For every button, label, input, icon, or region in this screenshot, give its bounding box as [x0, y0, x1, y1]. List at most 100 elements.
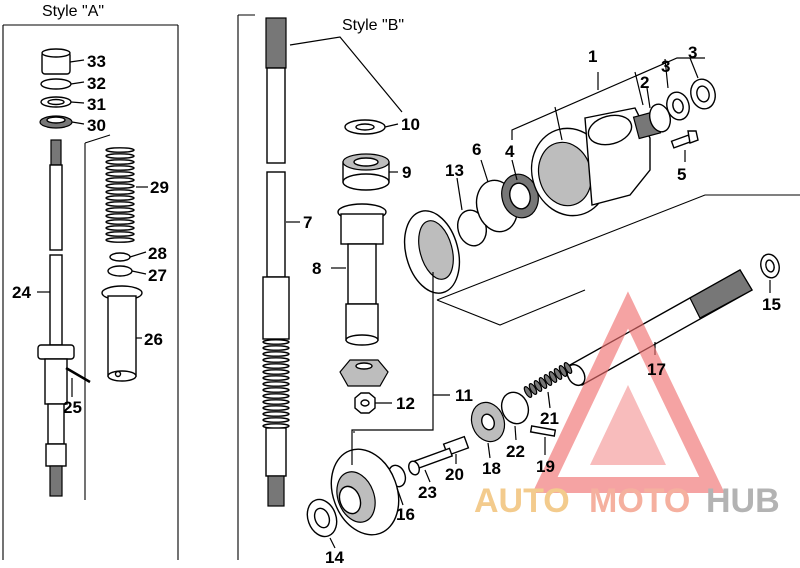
part-26-sleeve — [101, 285, 143, 382]
part-27-ring — [107, 265, 133, 277]
part-31-washer — [40, 96, 72, 108]
part-28-ring — [109, 252, 131, 262]
part-number-33: 33 — [87, 52, 106, 71]
part-number-12: 12 — [396, 394, 415, 413]
part-number-27: 27 — [148, 266, 167, 285]
coil-turn — [262, 393, 290, 399]
coil-turn — [105, 177, 135, 183]
coil-turn — [105, 231, 135, 237]
coil-turn — [262, 351, 290, 357]
coil-turn — [262, 417, 290, 423]
part-number-30: 30 — [87, 116, 106, 135]
part-number-10: 10 — [401, 115, 420, 134]
part-2-seal — [648, 103, 672, 133]
part-3-washer-b — [690, 78, 716, 110]
part-number-31: 31 — [87, 95, 106, 114]
part-number-8: 8 — [312, 259, 321, 278]
coil-turn — [105, 195, 135, 201]
coil-turn — [105, 213, 135, 219]
coil-turn — [105, 147, 135, 153]
coil-turn — [105, 183, 135, 189]
part-14-washer — [306, 498, 338, 538]
shaft-frame — [84, 134, 800, 500]
part-number-23: 23 — [418, 483, 437, 502]
watermark-text-moto: MOTO — [589, 482, 690, 520]
coil-turn — [262, 375, 290, 381]
part-9-bearing-cup — [342, 153, 390, 191]
coil-turn — [523, 386, 533, 398]
coil-turn — [548, 371, 558, 383]
part-number-4: 4 — [505, 142, 515, 161]
part-number-15: 15 — [762, 295, 781, 314]
coil-turn — [262, 357, 290, 363]
part-number-3b: 3 — [688, 43, 697, 62]
coil-turn — [105, 207, 135, 213]
part-number-32: 32 — [87, 74, 106, 93]
part-number-18: 18 — [482, 459, 501, 478]
part-number-13: 13 — [445, 161, 464, 180]
coil-turn — [553, 368, 563, 380]
watermark-text-hub: HUB — [706, 482, 780, 520]
part-21-spring — [523, 362, 573, 398]
part-5-bolt — [670, 130, 699, 149]
part-32-washer — [40, 78, 72, 90]
watermark-text-auto: AUTO — [474, 482, 570, 520]
part-25-pin — [65, 366, 91, 384]
part-number-28: 28 — [148, 244, 167, 263]
part-number-16: 16 — [396, 505, 415, 524]
part-22-clip — [500, 391, 530, 425]
part-number-labels: 1 2 3 3 4 5 6 7 8 9 10 11 12 13 14 15 16… — [12, 43, 781, 567]
part-23-shifter — [408, 447, 454, 476]
part-12-nut — [354, 392, 376, 414]
coil-turn — [105, 171, 135, 177]
coil-turn — [262, 405, 290, 411]
part-4-bearing — [501, 173, 539, 219]
part-1-bearing-carrier — [530, 107, 662, 217]
part-number-29: 29 — [150, 178, 169, 197]
coil-turn — [105, 189, 135, 195]
part-30-bearing — [39, 115, 73, 129]
coil-turn — [262, 399, 290, 405]
coil-turn — [533, 380, 543, 392]
coil-turn — [105, 159, 135, 165]
coil-turn — [262, 381, 290, 387]
part-18-clutch — [470, 401, 506, 443]
part-7-driveshaft-b — [262, 17, 290, 507]
part-number-11: 11 — [455, 386, 473, 405]
coil-turn — [105, 201, 135, 207]
leader-lines — [37, 36, 771, 549]
part-number-2: 2 — [640, 73, 649, 92]
part-number-26: 26 — [144, 330, 163, 349]
part-number-21: 21 — [540, 409, 559, 428]
watermark-triangle-outer — [532, 291, 725, 493]
coil-turn — [538, 377, 548, 389]
part-number-22: 22 — [506, 442, 525, 461]
part-number-17: 17 — [647, 360, 666, 379]
coil-turn — [105, 219, 135, 225]
style-a-label: Style "A" — [42, 3, 104, 20]
part-3-washer-a — [666, 91, 690, 121]
style-b-label: Style "B" — [342, 17, 404, 34]
coil-turn — [262, 387, 290, 393]
coil-turn — [528, 383, 538, 395]
coil-turn — [563, 362, 573, 374]
coil-turn — [105, 225, 135, 231]
part-12-pinion — [339, 359, 389, 387]
part-29-spring — [105, 147, 135, 243]
part-8-sleeve — [337, 203, 387, 346]
coil-turn — [262, 363, 290, 369]
coil-turn — [262, 411, 290, 417]
part-number-5: 5 — [677, 165, 686, 184]
part-number-9: 9 — [402, 163, 411, 182]
coil-turn — [543, 374, 553, 386]
part-33-cap — [41, 48, 71, 75]
coil-turn — [262, 369, 290, 375]
part-15-washer — [760, 253, 780, 279]
coil-turn — [105, 237, 135, 243]
style-a-frame — [2, 24, 179, 560]
style-b-frame — [237, 14, 255, 560]
coil-turn — [262, 345, 290, 351]
part-number-14: 14 — [325, 548, 344, 563]
part-14-forward-gear — [330, 448, 400, 536]
